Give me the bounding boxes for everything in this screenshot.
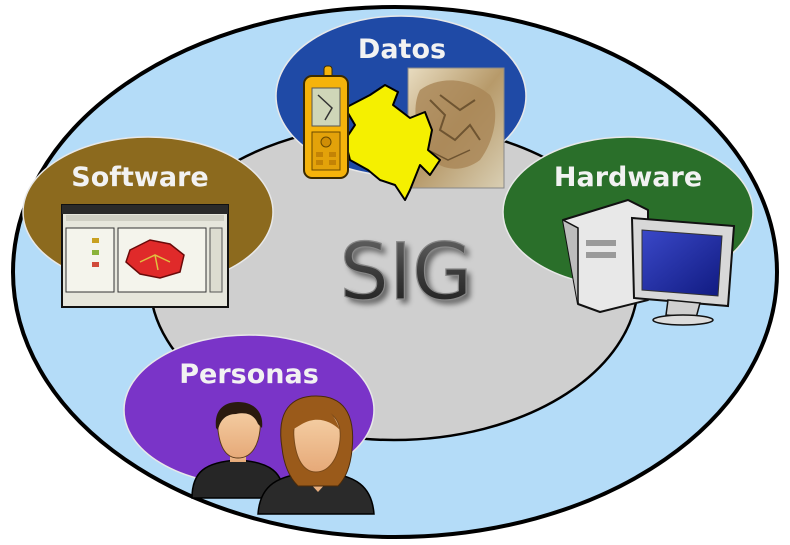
gis-software-window-icon — [61, 204, 229, 308]
center-label-group: SIG SIG — [339, 227, 477, 322]
man-avatar-icon — [191, 402, 285, 499]
computer-icon — [562, 199, 736, 326]
center-label: SIG — [340, 228, 473, 318]
node-personas: Personas — [123, 334, 375, 515]
datos-label: Datos — [358, 34, 446, 65]
woman-avatar-icon — [257, 395, 375, 515]
node-hardware: Hardware — [502, 136, 754, 326]
map-polygon-icon — [125, 239, 185, 279]
software-label: Software — [71, 162, 208, 193]
node-datos: Datos — [275, 15, 527, 201]
center-label-shadow: SIG — [344, 232, 477, 322]
personas-label: Personas — [179, 359, 319, 390]
gps-device-icon — [303, 65, 349, 179]
node-software: Software — [22, 136, 274, 308]
hardware-label: Hardware — [554, 162, 702, 193]
